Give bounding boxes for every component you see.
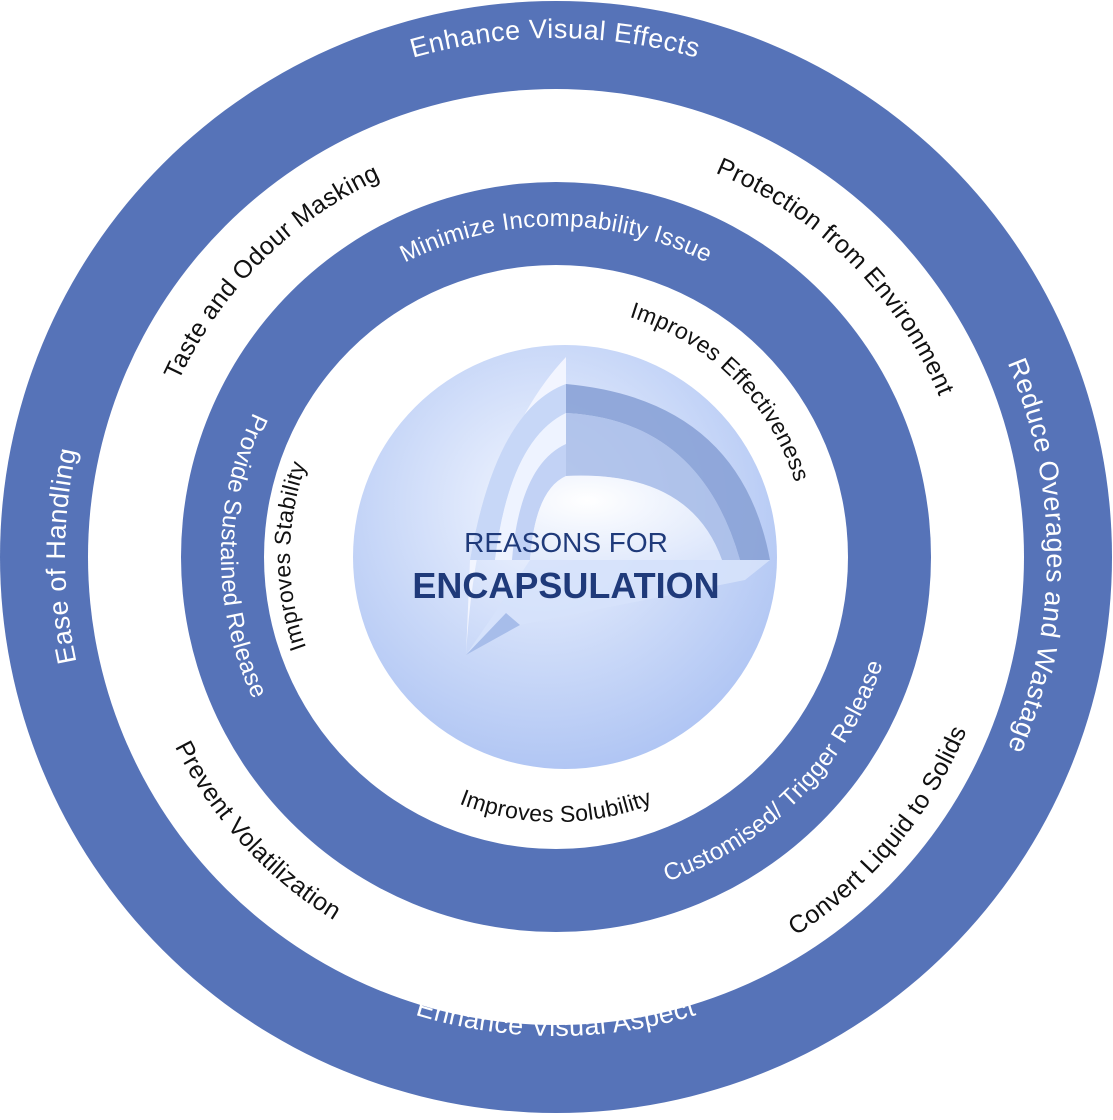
cut-face bbox=[466, 560, 770, 655]
encapsulation-sphere bbox=[353, 345, 777, 769]
center-title-line2: ENCAPSULATION bbox=[412, 565, 719, 606]
shell-layer-2 bbox=[495, 413, 566, 560]
shell-layer-3 bbox=[512, 444, 566, 560]
sphere-core bbox=[530, 475, 722, 560]
cut-edge bbox=[466, 613, 520, 655]
center-title-line1: REASONS FOR bbox=[464, 527, 668, 558]
shell-band-dark bbox=[566, 384, 770, 560]
shell-layer-2-band bbox=[566, 413, 740, 560]
shell-layer-1-inner bbox=[470, 384, 566, 560]
